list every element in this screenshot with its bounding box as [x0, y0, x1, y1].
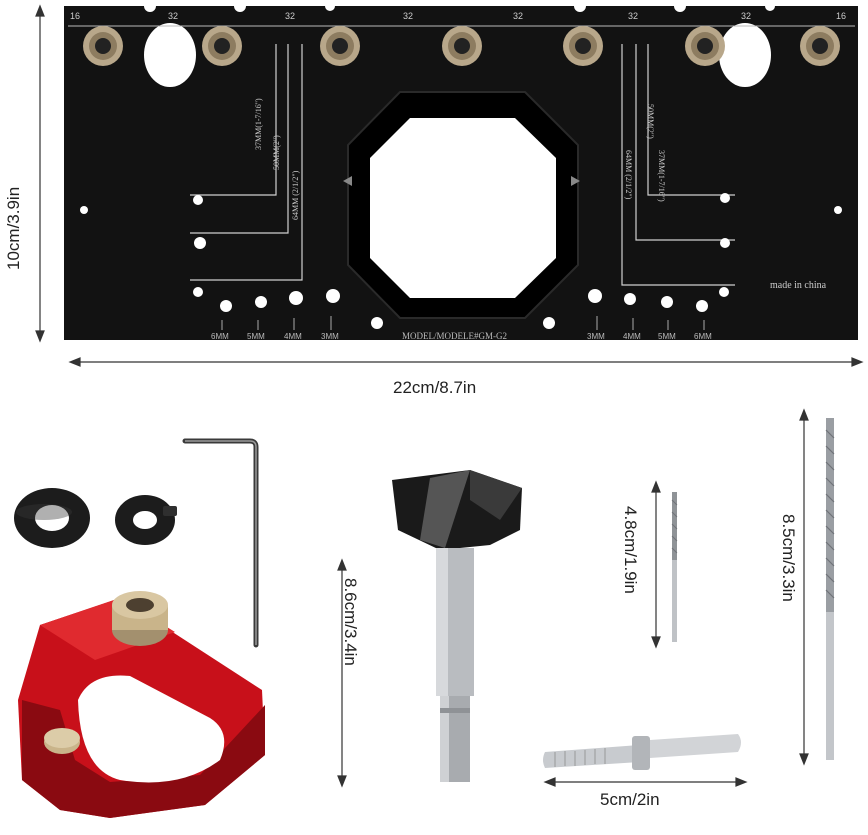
template-width-label: 22cm/8.7in — [393, 378, 477, 397]
thumb-screw — [44, 728, 80, 754]
small-drill-bit — [671, 492, 678, 642]
right-guide-lines — [621, 44, 735, 286]
long-drill-bit — [825, 418, 835, 760]
drill-size-label: 6MM — [694, 332, 712, 341]
drill-size-label: 5MM — [658, 332, 676, 341]
drill-size-label: 3MM — [587, 332, 605, 341]
drill-size-label: 6MM — [211, 332, 229, 341]
depth-label-64mm: 64MM (2/1/2") — [624, 150, 633, 200]
dowel-pin — [543, 734, 741, 770]
right-cutout — [719, 23, 771, 87]
origin-label: made in china — [770, 280, 827, 291]
dowel-pin-length-label: 5cm/2in — [600, 790, 660, 809]
drill-size-label: 5MM — [247, 332, 265, 341]
stop-collar-large — [14, 488, 90, 548]
guide-bushing — [112, 591, 168, 646]
center-window — [370, 118, 556, 298]
model-number: MODEL/MODELE#GM-G2 — [402, 331, 507, 341]
top-edge-notches — [144, 0, 775, 12]
scale-label: 32 — [513, 11, 524, 21]
stop-collar-small — [115, 495, 177, 545]
hex-key — [182, 438, 259, 648]
scale-label: 32 — [285, 11, 296, 21]
forstner-bit-length-label: 8.6cm/3.4in — [341, 578, 360, 666]
drill-size-label: 3MM — [321, 332, 339, 341]
scale-label: 16 — [70, 11, 81, 21]
scale-label: 32 — [628, 11, 639, 21]
dimension-arrows — [35, 4, 864, 788]
template-holes — [80, 193, 842, 329]
forstner-bit — [392, 470, 522, 782]
scale-label: 32 — [741, 11, 752, 21]
left-guide-lines — [190, 44, 303, 281]
scale-label: 16 — [836, 11, 847, 21]
bushings — [83, 26, 840, 66]
left-cutout — [144, 23, 196, 87]
long-drill-length-label: 8.5cm/3.3in — [779, 514, 798, 602]
depth-label-37mm: 37MM(1-7/16") — [254, 98, 263, 150]
scale-label: 32 — [168, 11, 179, 21]
drill-size-label: 4MM — [623, 332, 641, 341]
depth-label-64mm: 64MM (2/1/2") — [291, 170, 300, 220]
drill-ticks — [221, 316, 705, 330]
red-drill-guide — [18, 598, 265, 818]
drill-size-label: 4MM — [284, 332, 302, 341]
template-height-label: 10cm/3.9in — [4, 186, 23, 270]
depth-label-37mm: 37MM(1-7/16") — [657, 150, 666, 202]
depth-label-50mm: 50MM(2") — [646, 104, 655, 139]
small-drill-length-label: 4.8cm/1.9in — [621, 506, 640, 594]
depth-label-50mm: 50MM(2") — [272, 135, 281, 170]
scale-label: 32 — [403, 11, 414, 21]
